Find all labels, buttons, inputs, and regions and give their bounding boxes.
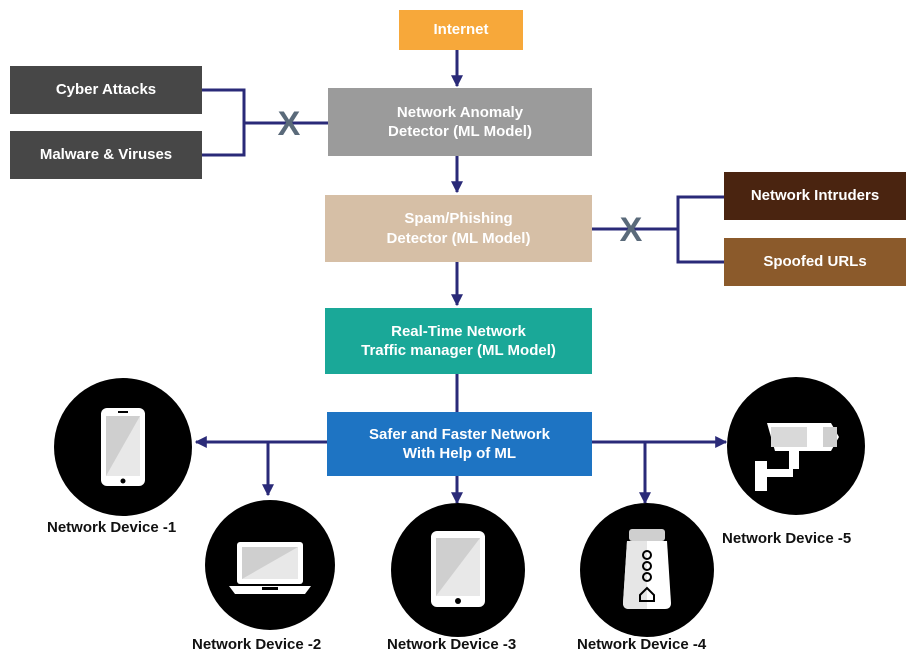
blocked-x-right: X bbox=[620, 211, 643, 249]
cyber-attacks-node: Cyber Attacks bbox=[10, 66, 202, 114]
device-3-label: Network Device -3 bbox=[387, 636, 517, 653]
right-threat-bracket bbox=[676, 195, 724, 264]
internet-node: Internet bbox=[399, 10, 523, 50]
blocked-x-left: X bbox=[278, 105, 301, 143]
device-5-label: Network Device -5 bbox=[722, 530, 852, 547]
malware-viruses-node: Malware & Viruses bbox=[10, 131, 202, 179]
left-threat-bracket bbox=[202, 88, 246, 157]
device-4-label: Network Device -4 bbox=[577, 636, 707, 653]
laptop-icon bbox=[229, 542, 311, 594]
device-2-circle bbox=[205, 500, 335, 630]
device-3-circle bbox=[391, 503, 525, 637]
device-2-label: Network Device -2 bbox=[192, 636, 322, 653]
network-intruders-node: Network Intruders bbox=[724, 172, 906, 220]
anomaly-detector-node: Network Anomaly Detector (ML Model) bbox=[328, 88, 592, 156]
spoofed-urls-node: Spoofed URLs bbox=[724, 238, 906, 286]
security-camera-icon bbox=[755, 423, 839, 491]
safer-network-node: Safer and Faster Network With Help of ML bbox=[327, 412, 592, 476]
smartphone-icon bbox=[101, 408, 145, 486]
device-1-circle bbox=[54, 378, 192, 516]
smart-speaker-icon bbox=[623, 529, 671, 609]
device-4-circle bbox=[580, 503, 714, 637]
traffic-manager-node: Real-Time Network Traffic manager (ML Mo… bbox=[325, 308, 592, 374]
spam-detector-node: Spam/Phishing Detector (ML Model) bbox=[325, 195, 592, 262]
tablet-icon bbox=[431, 531, 485, 607]
device-1-label: Network Device -1 bbox=[47, 519, 177, 536]
device-5-circle bbox=[727, 377, 865, 515]
